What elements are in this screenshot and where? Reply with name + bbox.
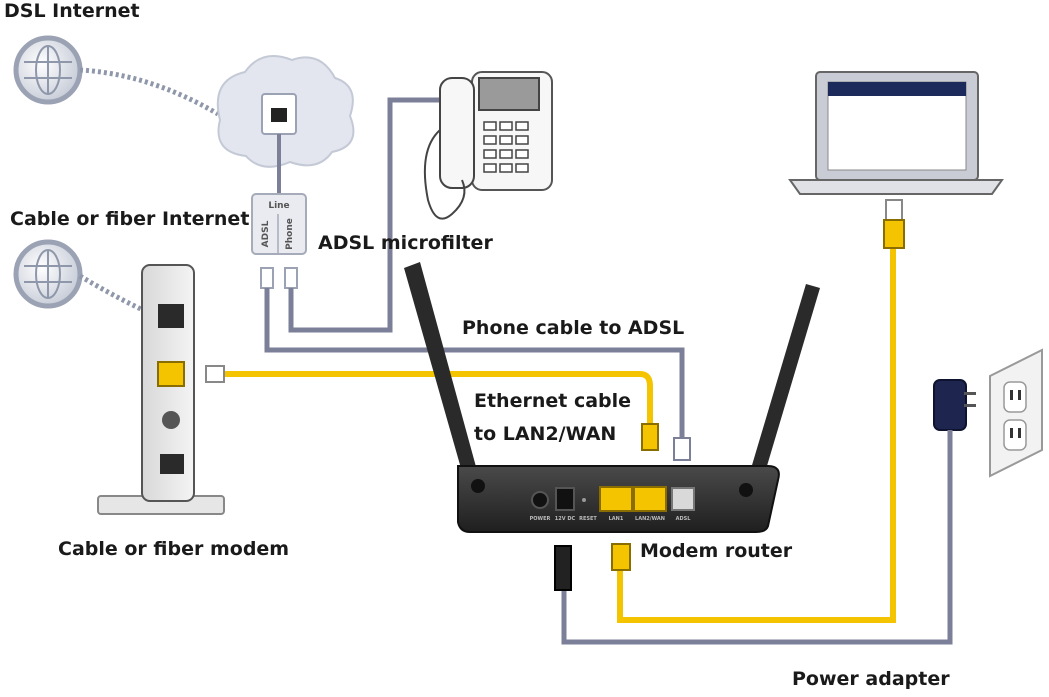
port-label-lan1: LAN1	[609, 516, 624, 522]
laptop-icon	[788, 71, 1004, 195]
globe-icon	[24, 45, 72, 95]
telephone-icon	[423, 71, 553, 220]
cable-modem	[97, 264, 225, 515]
power-cable	[561, 430, 953, 645]
label-cable-fiber-internet: Cable or fiber Internet	[10, 208, 250, 230]
port-label-reset: RESET	[579, 516, 597, 522]
port-label-dc: 12V DC	[555, 516, 576, 522]
dsl-globe	[13, 35, 83, 105]
microfilter-adsl-label: ADSL	[261, 220, 271, 247]
microfilter-phone-label: Phone	[285, 218, 295, 250]
label-dsl-internet: DSL Internet	[4, 0, 140, 22]
label-phone-cable: Phone cable to ADSL	[462, 317, 685, 339]
power-outlet-icon	[989, 348, 1043, 478]
label-ethernet-cable-2: to LAN2/WAN	[474, 423, 617, 445]
label-power-adapter: Power adapter	[792, 668, 950, 690]
phone-line-to-telephone	[288, 97, 440, 333]
laptop-cable	[617, 246, 896, 623]
adsl-microfilter: Line ADSL Phone	[251, 193, 307, 289]
power-plug-icon	[933, 379, 976, 431]
ethernet-cable	[210, 371, 653, 430]
modem-router	[404, 262, 820, 533]
cloud	[216, 55, 355, 168]
port-label-lan2wan: LAN2/WAN	[635, 516, 665, 522]
adsl-cable	[264, 288, 685, 440]
port-label-power: POWER	[530, 516, 551, 522]
label-cable-fiber-modem: Cable or fiber modem	[58, 538, 290, 560]
globe-icon	[24, 249, 72, 299]
label-ethernet-cable-1: Ethernet cable	[474, 390, 632, 412]
label-adsl-microfilter: ADSL microfilter	[318, 232, 493, 254]
dsl-line	[79, 67, 220, 117]
label-modem-router: Modem router	[640, 540, 793, 562]
cable-globe	[13, 239, 83, 309]
microfilter-line-label: Line	[268, 201, 289, 211]
port-label-adsl: ADSL	[676, 516, 692, 522]
